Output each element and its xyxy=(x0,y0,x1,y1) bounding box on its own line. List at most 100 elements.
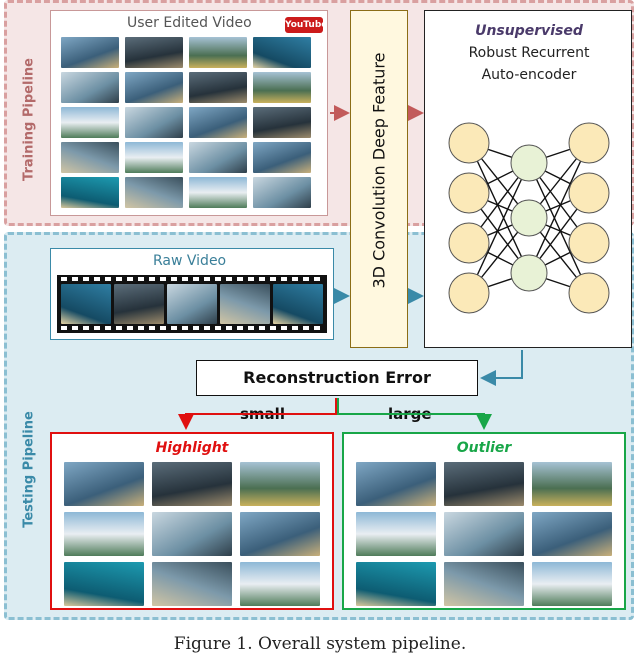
network-node xyxy=(448,122,490,164)
film-perforation xyxy=(182,277,188,281)
user-edited-thumbnail xyxy=(125,107,183,138)
raw-video-title: Raw Video xyxy=(153,253,227,269)
film-perforation xyxy=(292,277,298,281)
branch-small-label: small xyxy=(240,405,285,423)
outlier-thumbnail xyxy=(444,512,524,556)
film-perforation xyxy=(215,326,221,330)
film-perforation xyxy=(160,326,166,330)
user-edited-thumbnail xyxy=(189,107,247,138)
reconstruction-error-label: Reconstruction Error xyxy=(243,368,431,387)
film-perforation xyxy=(281,326,287,330)
feature-extractor-label: 3D Convolution Deep Feature xyxy=(369,52,389,289)
neural-network-diagram xyxy=(448,122,610,314)
film-perforation xyxy=(248,277,254,281)
film-perforation xyxy=(303,326,309,330)
autoencoder-title-line1: Robust Recurrent xyxy=(468,45,590,61)
network-node xyxy=(510,254,548,292)
highlight-thumbnail xyxy=(152,562,232,606)
user-edited-thumbnail xyxy=(61,37,119,68)
user-edited-thumbnail xyxy=(125,142,183,173)
network-node xyxy=(568,222,610,264)
outlier-panel: Outlier xyxy=(342,432,626,610)
user-edited-thumbnail xyxy=(61,107,119,138)
film-perforation xyxy=(281,277,287,281)
highlight-thumbnail xyxy=(240,512,320,556)
autoencoder-title-line2: Auto-encoder xyxy=(481,67,577,83)
film-perforation xyxy=(127,277,133,281)
film-perforation xyxy=(193,277,199,281)
raw-video-panel: Raw Video xyxy=(50,248,334,340)
youtube-logo-text: YouTube xyxy=(285,20,328,30)
film-perforation xyxy=(116,277,122,281)
network-node xyxy=(510,199,548,237)
film-perforation xyxy=(204,326,210,330)
user-edited-thumbnail xyxy=(253,177,311,208)
film-perforation xyxy=(127,326,133,330)
network-node xyxy=(510,144,548,182)
film-frame xyxy=(273,284,323,324)
network-node xyxy=(448,172,490,214)
film-perforation xyxy=(303,277,309,281)
network-node xyxy=(568,272,610,314)
user-edited-thumbnail xyxy=(253,107,311,138)
user-edited-thumbnail xyxy=(189,142,247,173)
film-perforation xyxy=(138,326,144,330)
highlight-thumbnail xyxy=(64,462,144,506)
outlier-thumbnail xyxy=(532,562,612,606)
film-perforation xyxy=(314,277,320,281)
highlight-thumbnail xyxy=(240,462,320,506)
outlier-thumbnail xyxy=(356,562,436,606)
film-perforation xyxy=(314,326,320,330)
outlier-thumbnail xyxy=(444,462,524,506)
film-perforation xyxy=(292,326,298,330)
film-perforation xyxy=(149,326,155,330)
film-perforation xyxy=(105,277,111,281)
film-perforation xyxy=(270,277,276,281)
network-edge xyxy=(528,142,590,274)
film-perforation xyxy=(259,277,265,281)
film-perforation xyxy=(182,326,188,330)
highlight-thumbnail xyxy=(64,512,144,556)
film-perforation xyxy=(149,277,155,281)
highlight-thumbnail xyxy=(240,562,320,606)
film-perforation xyxy=(270,326,276,330)
user-edited-video-title: User Edited Video xyxy=(127,15,252,31)
film-perforation xyxy=(171,326,177,330)
film-perforation xyxy=(72,277,78,281)
film-perforation xyxy=(94,277,100,281)
film-frame xyxy=(61,284,111,324)
film-perforation xyxy=(160,277,166,281)
highlight-title: Highlight xyxy=(155,440,229,456)
film-perforation xyxy=(226,326,232,330)
branch-large-label: large xyxy=(388,405,432,423)
film-perforation xyxy=(138,277,144,281)
youtube-logo: YouTube xyxy=(285,17,327,33)
highlight-thumbnail xyxy=(152,512,232,556)
outlier-thumbnail xyxy=(356,462,436,506)
film-perforation xyxy=(94,326,100,330)
reconstruction-error-box: Reconstruction Error xyxy=(196,360,478,396)
film-frame xyxy=(220,284,270,324)
film-perforation xyxy=(204,277,210,281)
testing-pipeline-label: Testing Pipeline xyxy=(21,411,37,528)
user-edited-thumbnail xyxy=(253,37,311,68)
network-edge xyxy=(468,162,530,294)
network-node xyxy=(448,222,490,264)
film-perforation xyxy=(61,326,67,330)
user-edited-thumbnail xyxy=(61,72,119,103)
user-edited-thumbnail xyxy=(253,142,311,173)
user-edited-video-panel: User Edited Video YouTube xyxy=(50,10,328,216)
network-node xyxy=(448,272,490,314)
user-edited-thumbnail xyxy=(253,72,311,103)
film-perforation xyxy=(215,277,221,281)
film-perforation xyxy=(61,277,67,281)
highlight-panel: Highlight xyxy=(50,432,334,610)
film-perforation xyxy=(83,277,89,281)
outlier-thumbnail xyxy=(356,512,436,556)
user-edited-thumbnail xyxy=(125,72,183,103)
film-perforation xyxy=(72,326,78,330)
film-perforation xyxy=(226,277,232,281)
outlier-thumbnail xyxy=(444,562,524,606)
outlier-thumbnail xyxy=(532,462,612,506)
autoencoder-box: Unsupervised Robust Recurrent Auto-encod… xyxy=(424,10,632,348)
